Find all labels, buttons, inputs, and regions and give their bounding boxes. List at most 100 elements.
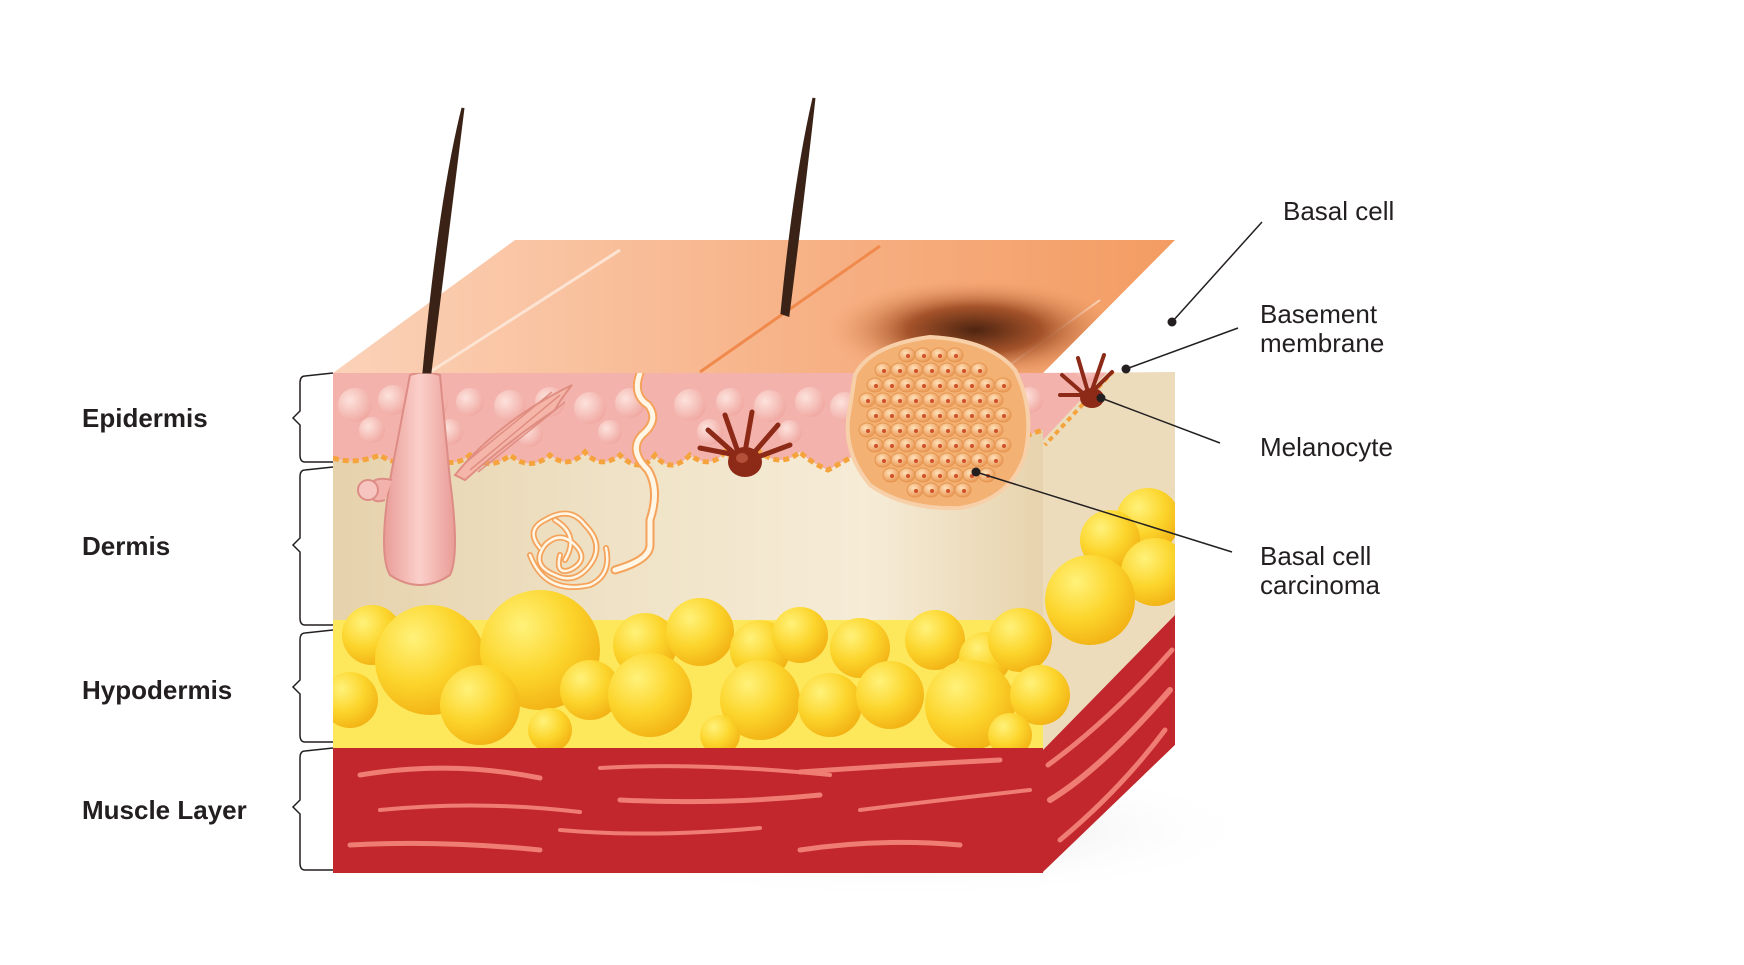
tumor-cell-nucleus [882,459,886,463]
tumor-cell-nucleus [906,474,910,478]
callout-basement-membrane-line2: membrane [1260,328,1385,358]
callout-basal-cell: Basal cell [1283,197,1394,226]
tumor-cell-nucleus [962,489,966,493]
tumor-cell-nucleus [922,384,926,388]
front-face [333,373,1070,873]
brace-hypodermis [291,629,334,743]
hair-follicle [383,373,456,586]
tumor-cell-nucleus [962,459,966,463]
tumor-cell-nucleus [874,414,878,418]
leader-basal-cell [1171,221,1263,323]
tumor-cell-nucleus [890,384,894,388]
skin-surface [333,240,1175,373]
tumor-cell-nucleus [986,444,990,448]
leader-dots [971,317,1177,477]
tumor-cell-nucleus [938,354,942,358]
tumor-cell-nucleus [922,474,926,478]
layer-label-muscle: Muscle Layer [82,795,247,825]
tumor-cell-nucleus [978,459,982,463]
tumor-cell-nucleus [882,399,886,403]
tumor-cell-nucleus [906,444,910,448]
tumor-cell-nucleus [914,399,918,403]
brace-epidermis [291,372,334,463]
tumor-cell-nucleus [890,444,894,448]
tumor-cell-nucleus [986,414,990,418]
callout-melanocyte: Melanocyte [1260,433,1393,462]
hair-shaft-left [422,107,465,374]
tumor-cell-nucleus [898,369,902,373]
tumor-cell-nucleus [978,399,982,403]
tumor-cell-nucleus [890,414,894,418]
tumor-cell-nucleus [1002,414,1006,418]
tumor-cell-nucleus [994,459,998,463]
tumor-cell-nucleus [914,489,918,493]
tumor-cell-nucleus [946,459,950,463]
tumor-cell-nucleus [938,414,942,418]
tumor-cell-nucleus [866,429,870,433]
tumor-cell-nucleus [1002,444,1006,448]
tumor-cell-nucleus [994,429,998,433]
sweat-gland-coil [527,510,611,590]
tumor-cell-nucleus [938,444,942,448]
tumor-cell-nucleus [954,444,958,448]
tumor-cell-nucleus [962,399,966,403]
brace-muscle [291,747,334,871]
tumor-cell-nucleus [882,429,886,433]
tumor-cell-nucleus [954,384,958,388]
melanocyte-cell [697,409,793,477]
tumor-cell-nucleus [962,429,966,433]
tumor-cell-nucleus [954,414,958,418]
tumor-cell-nucleus [938,474,942,478]
callout-basal-cell-text: Basal cell [1283,196,1395,226]
tumor-cell-nucleus [914,429,918,433]
tumor-cell-nucleus [914,459,918,463]
tumor-cell-nucleus [866,399,870,403]
tumor-cell-nucleus [946,369,950,373]
tumor-cell-nucleus [890,474,894,478]
tumor-cell-nucleus [922,444,926,448]
basal-cell-carcinoma-tumor [845,334,1031,511]
tumor-cell-nucleus [970,384,974,388]
tumor-cell-nucleus [986,384,990,388]
tumor-cell-nucleus [898,399,902,403]
tumor-cell-nucleus [914,369,918,373]
tumor-cell-nucleus [946,429,950,433]
tumor-cell-nucleus [946,399,950,403]
tumor-cell-nucleus [930,489,934,493]
leader-bcc [975,471,1233,553]
callout-leaders [975,221,1263,553]
tumor-cell-nucleus [930,459,934,463]
tumor-cell-nucleus [882,369,886,373]
tumor-cell-nucleus [922,354,926,358]
tumor-cell-nucleus [874,444,878,448]
tumor-cell-nucleus [954,354,958,358]
muscle-fibers [347,757,1032,853]
tumor-cell-nucleus [962,369,966,373]
tumor-cell-nucleus [970,444,974,448]
tumor-cell-nucleus [970,414,974,418]
layer-label-dermis: Dermis [82,531,171,561]
tumor-cell-nucleus [930,399,934,403]
brace-dermis [291,466,334,626]
tumor-cell-nucleus [898,459,902,463]
tumor-cell-nucleus [978,369,982,373]
layer-label-epidermis: Epidermis [82,403,208,433]
melanocyte-cell-side [1058,353,1114,408]
callout-basement-membrane-line1: Basement [1260,299,1378,329]
fat-cells [333,590,1070,757]
tumor-cell-nucleus [1002,384,1006,388]
hair-shaft-center [780,97,816,318]
tumor-cell-nucleus [922,414,926,418]
tumor-cell-nucleus [906,414,910,418]
tumor-cell-nucleus [898,429,902,433]
tumor-cell-nucleus [978,429,982,433]
tumor-cell-nucleus [930,429,934,433]
tumor-cell-nucleus [906,384,910,388]
tumor-cell-nucleus [994,399,998,403]
callout-bcc-line1: Basal cell [1260,541,1372,571]
callout-bcc-line2: carcinoma [1260,570,1380,600]
